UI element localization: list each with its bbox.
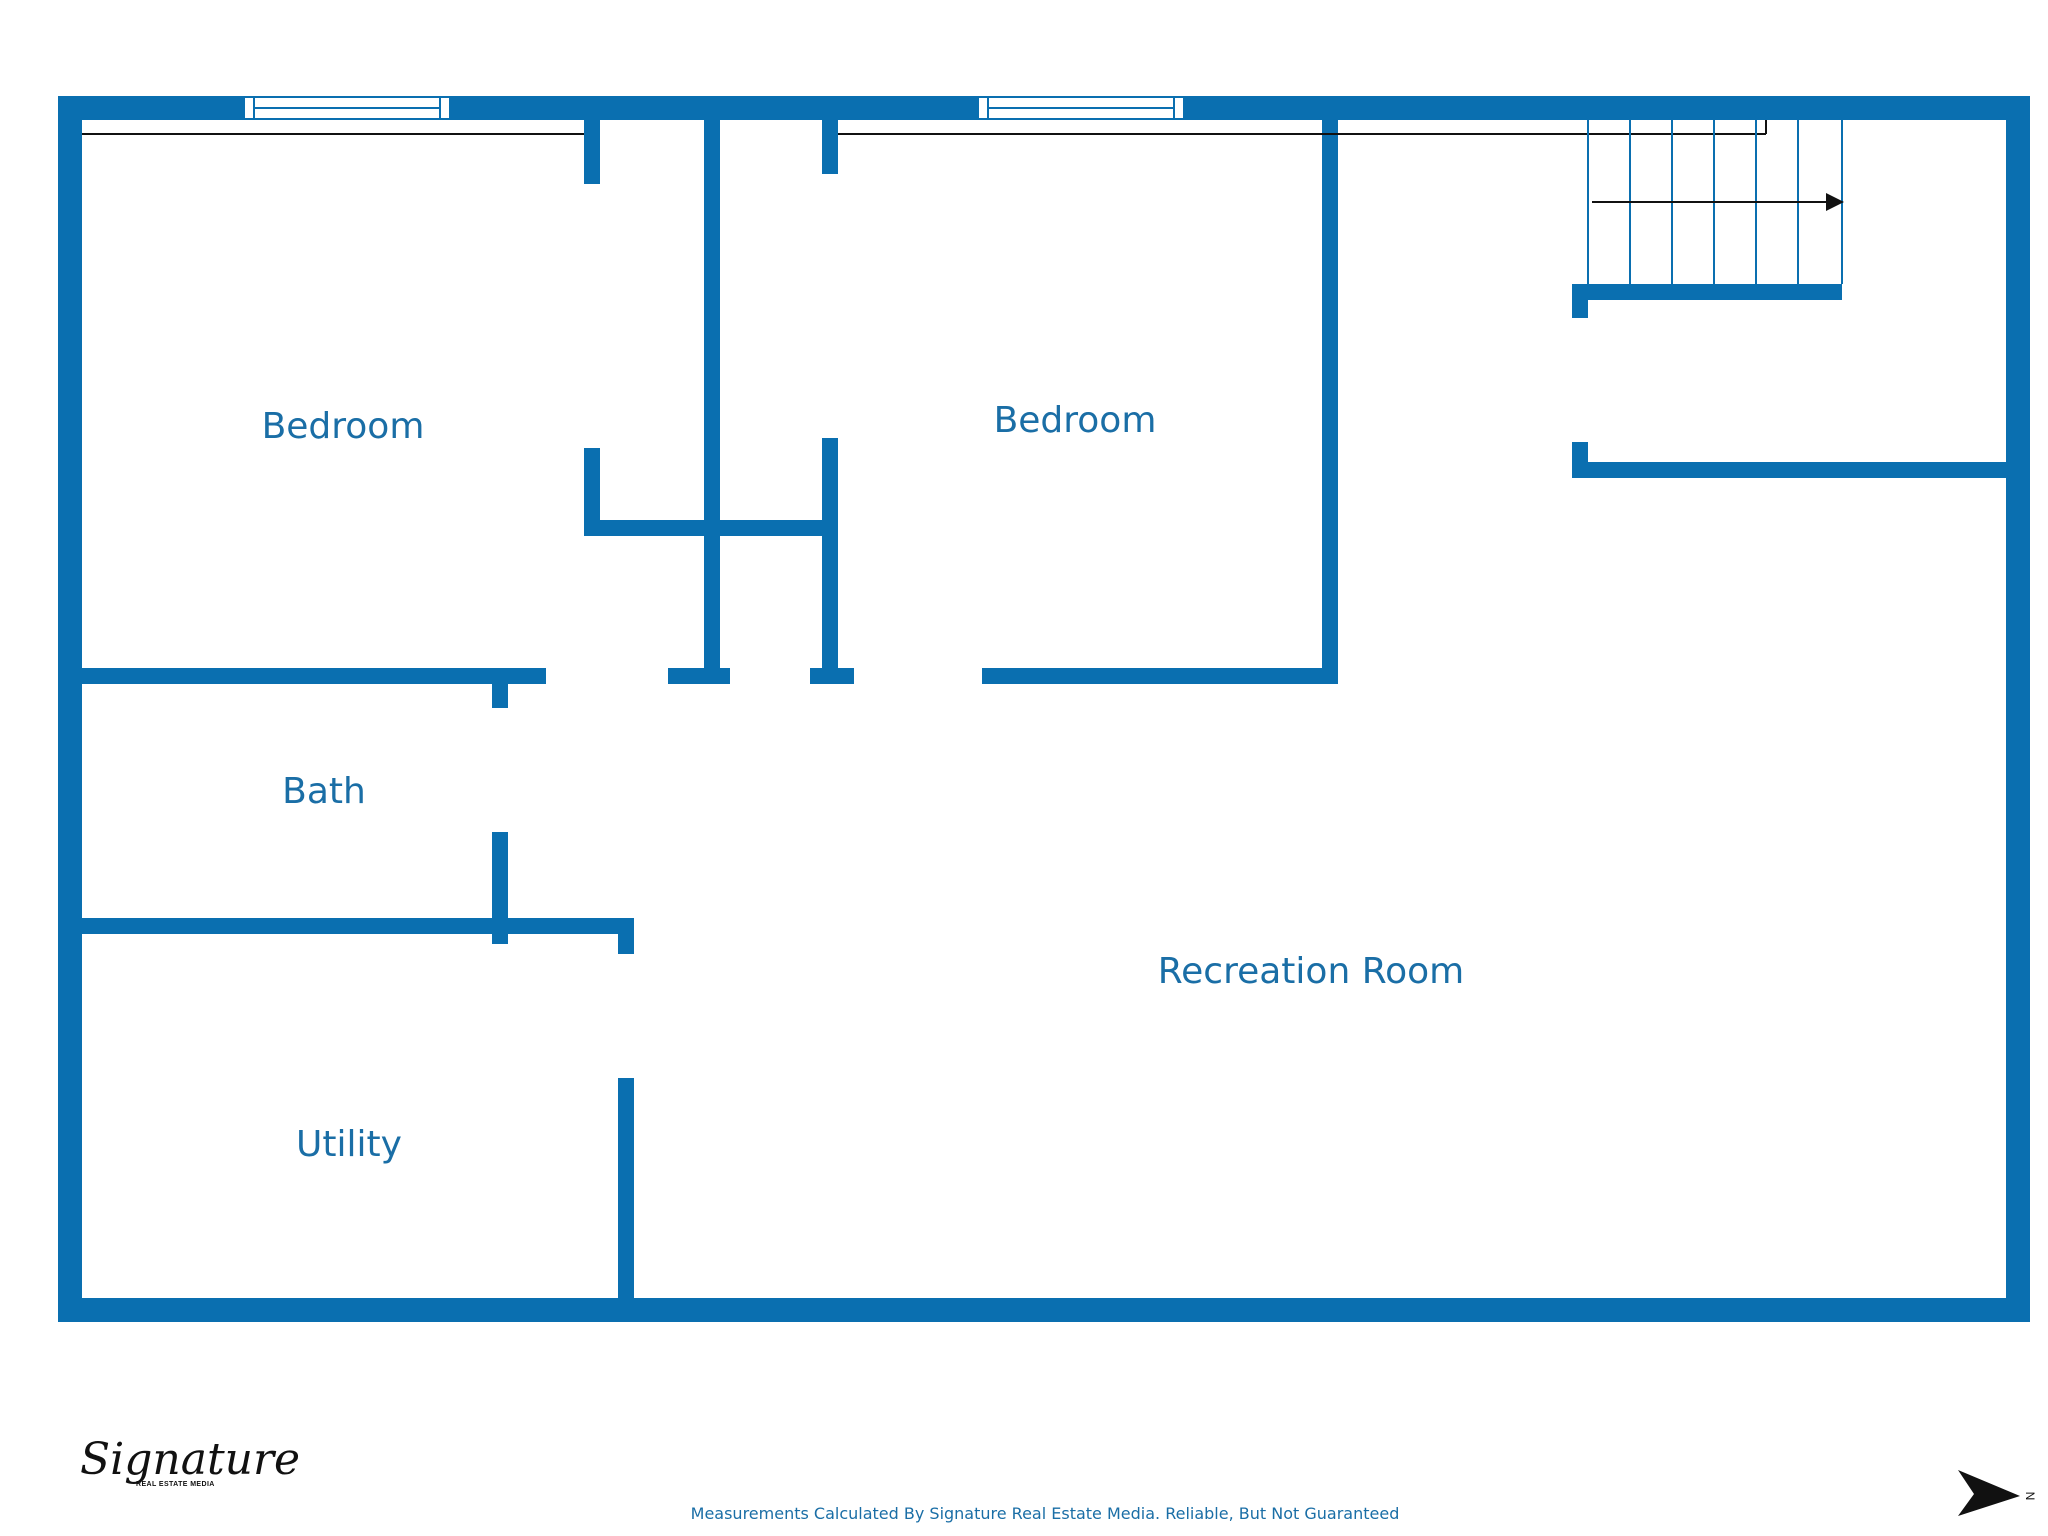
wall-closet-left-bottom	[584, 448, 600, 536]
wall-bath-bottom	[82, 918, 634, 934]
signature-logo: Signature REAL ESTATE MEDIA	[80, 1434, 300, 1488]
wall-bath-right-top	[492, 684, 508, 708]
room-label-utility: Utility	[296, 1124, 402, 1165]
wall-bedroom2-right	[1322, 120, 1338, 684]
wall-bath-right-bottom	[492, 832, 508, 944]
wall-closet-right-top	[822, 120, 838, 174]
stair-direction-arrow-icon	[1592, 193, 1844, 211]
wall-closet-left-top	[584, 120, 600, 184]
wall-bedroom2-bottom	[982, 668, 1334, 684]
compass-letter: N	[2023, 1492, 2037, 1501]
outer-wall-left	[58, 96, 82, 1322]
wall-closet-center	[704, 120, 720, 684]
outer-wall-right	[2006, 96, 2030, 1322]
north-arrow-icon: N	[1958, 1470, 2037, 1516]
wall-stair-landing	[1572, 462, 2006, 478]
wall-stair-left-top	[1572, 284, 1588, 318]
measurements-disclaimer: Measurements Calculated By Signature Rea…	[691, 1504, 1400, 1523]
wall-closet-bottom-a	[668, 668, 730, 684]
room-label-recreation-room: Recreation Room	[1158, 951, 1464, 992]
window-left	[243, 96, 451, 120]
windows	[243, 96, 1185, 120]
wall-closet-right-bottom	[822, 438, 838, 684]
walls	[58, 96, 2030, 1322]
window-right	[977, 96, 1185, 120]
interior-lines	[82, 120, 1767, 135]
room-label-bedroom-right: Bedroom	[994, 400, 1157, 441]
logo-tagline: REAL ESTATE MEDIA	[136, 1481, 215, 1488]
room-label-bedroom-left: Bedroom	[262, 406, 425, 447]
logo-wordmark: Signature	[80, 1434, 300, 1485]
wall-utility-right-bottom	[618, 1078, 634, 1298]
wall-utility-right-top	[618, 918, 634, 954]
outer-wall-bottom	[58, 1298, 2030, 1322]
wall-stair-bottom	[1572, 284, 1842, 300]
room-label-bath: Bath	[282, 771, 366, 812]
wall-bedroom-bottom-a	[82, 668, 546, 684]
